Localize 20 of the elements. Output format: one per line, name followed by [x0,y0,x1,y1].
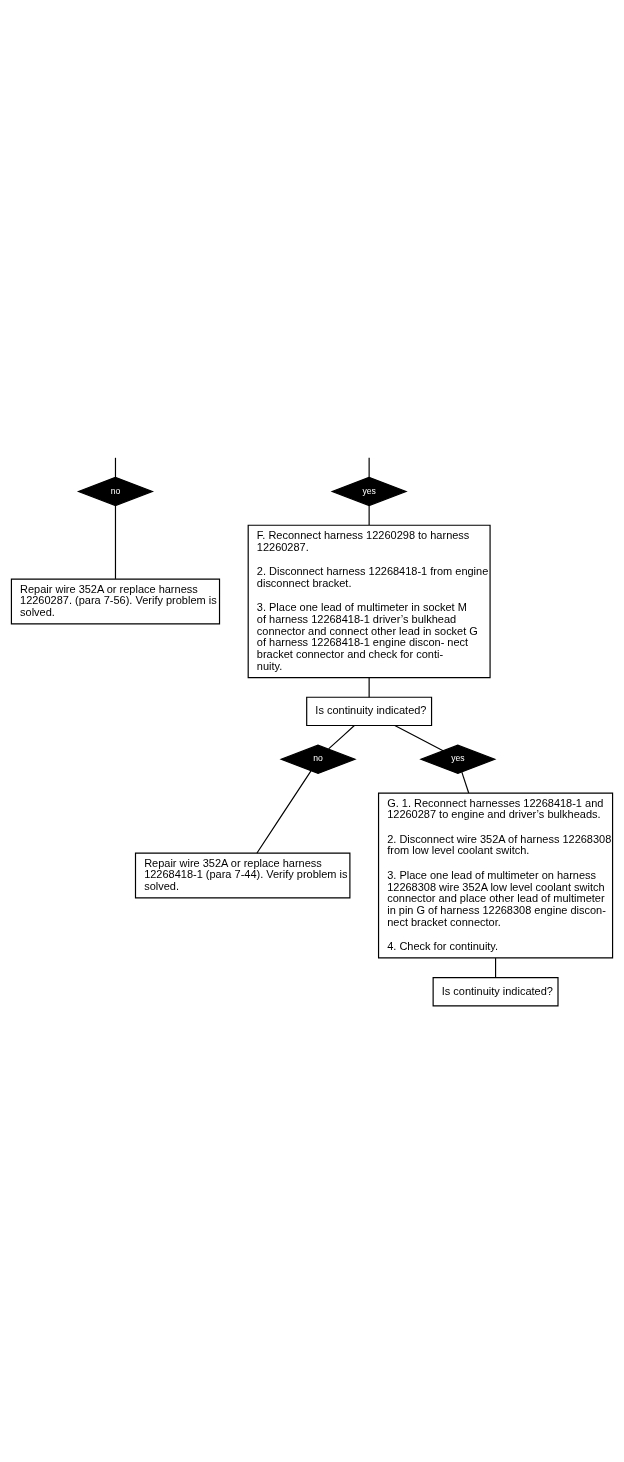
connector [495,957,497,978]
node-diamond: yes [419,744,497,774]
node-box: Is continuity indicated? [306,696,433,726]
connector [368,456,370,478]
connector [328,724,355,749]
node-diamond: yes [330,476,408,506]
node-diamond: no [76,476,155,506]
node-box: Repair wire 352A or replace harness 12260287. (para 7-56). Verify problem is solved. [10,577,221,624]
node-box: F. Reconnect harness 12260298 to harness 12260287. 2. Disconnect harness 12268418-1 from engine disconnect bracket. 3. Place one lead of multimeter in socket M of harness 12268418-1 driver’s bulkhead connector and connect other lead in socket G of harness 12268418-1 engine discon- nect bracket connector and check for conti- nuity. [247,524,491,678]
connector [114,456,117,478]
connector [256,769,312,854]
node-diamond: no [279,744,357,774]
node-box: G. 1. Reconnect harnesses 12268418-1 and 12260287 to engine and driver’s bulkheads. 2. Disconnect wire 352A of harness 12268308 from low level coolant switch. 3. Place one lead of multimeter on harness 12268308 wire 352A low level coolant switch connector and place other lead of multimeter in pin G of harness 12268308 engine discon- nect bracket connector. 4. Check for continuity. [377,791,614,959]
node-box: Repair wire 352A or replace harness 12268418-1 (para 7-44). Verify problem is solved. [134,852,351,898]
connector [394,724,444,751]
connector [114,504,117,579]
connector [461,771,470,794]
connector [368,504,370,526]
connector [368,676,370,698]
node-box: Is continuity indicated? [432,976,559,1006]
